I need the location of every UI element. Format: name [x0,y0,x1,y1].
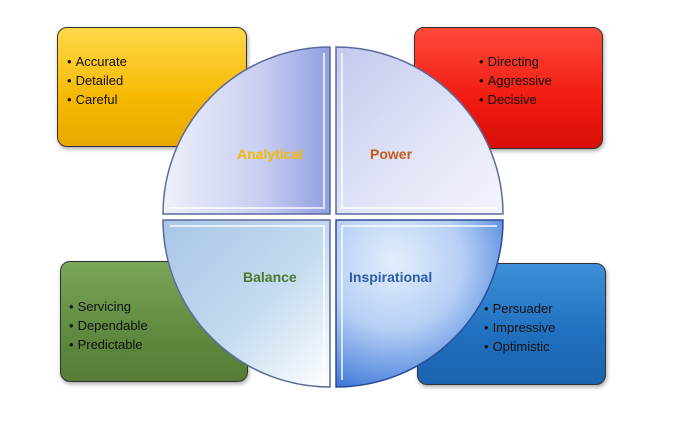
analytical-quadrant [162,46,331,215]
power-quadrant [335,46,504,215]
trait-item: Accurate [67,52,127,71]
trait-item: Optimistic [484,337,555,356]
analytical-traits-list: Accurate Detailed Careful [67,52,127,109]
trait-item: Impressive [484,318,556,337]
trait-item: Detailed [67,71,127,90]
trait-item: Careful [67,90,127,109]
analytical-traits-box: Accurate Detailed Careful [57,27,247,147]
trait-item: Persuader [484,299,555,318]
trait-item: Directing [479,52,552,71]
power-label: Power [370,146,413,162]
inspirational-label: Inspirational [349,269,433,285]
inspirational-traits-list: Persuader Impressive Optimistic [484,299,556,356]
trait-item: Servicing [69,297,148,316]
power-traits-list: Directing Aggressive Decisive [479,52,552,109]
balance-traits-list: Servicing Dependable Predictable [69,297,148,354]
balance-quadrant [162,219,331,388]
trait-item: Predictable [69,335,148,354]
trait-item: Dependable [69,316,148,335]
trait-item: Aggressive [479,71,552,90]
balance-label: Balance [243,269,297,285]
trait-item: Decisive [479,90,552,109]
inspirational-quadrant [335,219,504,388]
analytical-label: Analytical [237,146,304,162]
